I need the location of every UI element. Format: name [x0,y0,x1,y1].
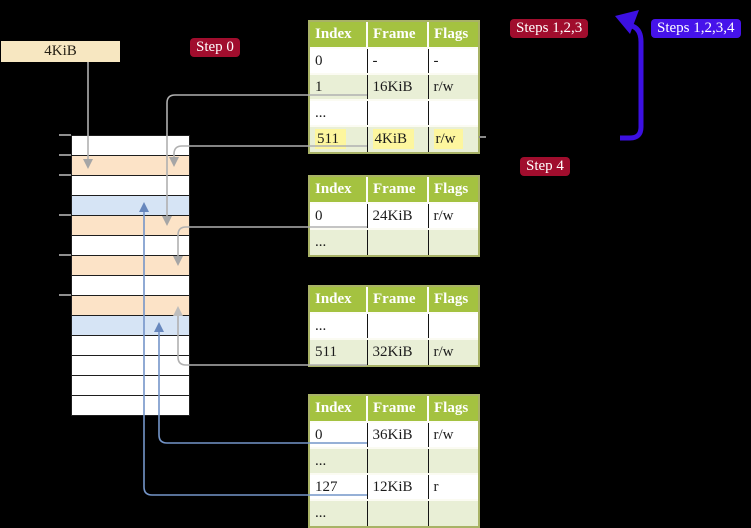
page-table-3: Index Frame Flags ... 511 32KiB r/w [308,285,480,367]
memory-frame-row-14 [72,396,189,415]
page-table-1: Index Frame Flags 0 - - 1 16KiB r/w ... [308,20,480,154]
tick-mark [59,134,71,136]
col-header-index: Index [310,287,368,314]
col-header-frame: Frame [367,287,429,314]
col-header-frame: Frame [367,177,429,204]
table-row: ... [310,313,478,340]
table-row: 0 36KiB r/w [310,422,478,449]
memory-frame-row-12 [72,356,189,376]
table-header-row: Index Frame Flags [310,177,478,204]
memory-frame-row-4 [72,196,189,216]
memory-frame-row-8 [72,276,189,296]
memory-frame-row-1 [72,136,189,156]
col-header-flags: Flags [428,22,478,49]
table-header-row: Index Frame Flags [310,287,478,314]
col-header-flags: Flags [428,396,478,423]
tick-mark [59,254,71,256]
memory-frame-row-5 [72,216,189,236]
table-row: 0 - - [310,48,478,75]
table-row: 127 12KiB r [310,474,478,501]
highlighted-value: r/w [433,129,463,149]
arrow-steps-loop [615,10,644,141]
memory-frame-row-11 [72,336,189,356]
table-row: 1 16KiB r/w [310,74,478,101]
table-header-row: Index Frame Flags [310,22,478,49]
memory-frame-row-9 [72,296,189,316]
table-row: ... [310,229,478,255]
highlighted-value: 4KiB [372,129,415,149]
badge-steps-1-2-3-4: Steps 1,2,3,4 [651,19,741,38]
memory-frame-row-7 [72,256,189,276]
highlighted-value: 511 [315,129,346,149]
memory-frame-row-13 [72,376,189,396]
tick-mark [59,174,71,176]
page-table-2: Index Frame Flags 0 24KiB r/w ... [308,175,480,257]
table-row: ... [310,100,478,127]
col-header-index: Index [310,396,368,423]
col-header-flags: Flags [428,177,478,204]
badge-steps-1-2-3: Steps 1,2,3 [510,19,589,38]
col-header-flags: Flags [428,287,478,314]
badge-step-4: Step 4 [520,157,570,176]
table-row: 0 24KiB r/w [310,203,478,230]
table-row: ... [310,448,478,475]
tick-mark [59,214,71,216]
col-header-index: Index [310,22,368,49]
table-row-highlighted: 511 4KiB r/w [310,126,478,152]
tick-mark [59,154,71,156]
badge-step-0: Step 0 [190,38,240,57]
col-header-frame: Frame [367,396,429,423]
memory-frame-row-10 [72,316,189,336]
page-table-4: Index Frame Flags 0 36KiB r/w ... 127 12… [308,394,480,528]
col-header-frame: Frame [367,22,429,49]
table-row: 511 32KiB r/w [310,339,478,365]
tick-mark [59,294,71,296]
table-row: ... [310,500,478,526]
memory-frame-row-3 [72,176,189,196]
memory-frame-row-6 [72,236,189,256]
table-header-row: Index Frame Flags [310,396,478,423]
col-header-index: Index [310,177,368,204]
physical-memory-stack [71,135,190,416]
memory-frame-row-2 [72,156,189,176]
frame-size-label: 4KiB [1,41,120,62]
